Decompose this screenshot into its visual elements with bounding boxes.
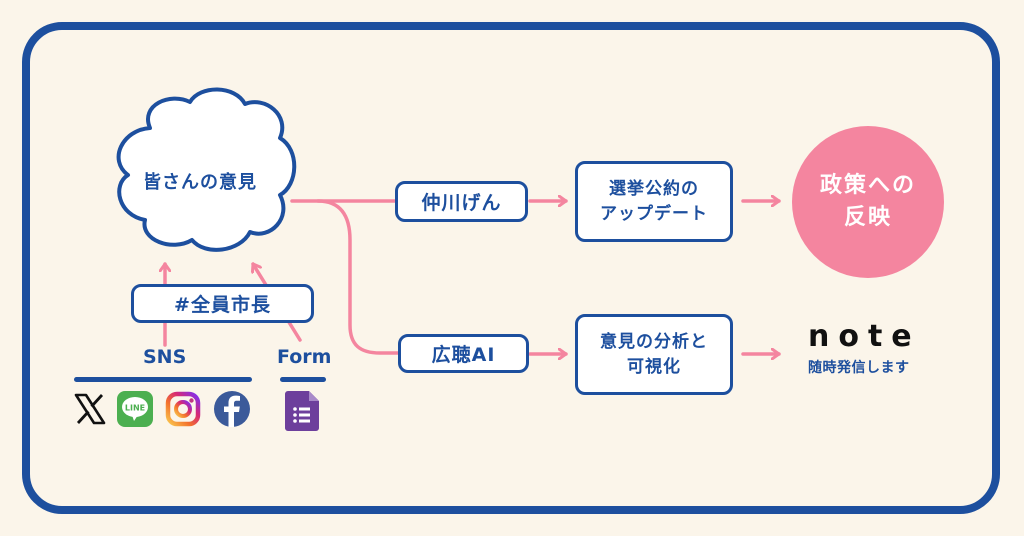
cloud-label: 皆さんの意見 — [143, 172, 257, 193]
actor-label-nakagawa: 仲川げん — [421, 192, 502, 214]
sns-underline — [74, 377, 252, 382]
hashtag-box: #全員市長 — [131, 284, 314, 323]
facebook-logo-icon — [214, 391, 250, 427]
line-logo-icon: LINE — [117, 391, 153, 427]
svg-text:LINE: LINE — [125, 404, 145, 413]
cloud-shape — [116, 87, 297, 252]
form-label: Form — [277, 346, 332, 368]
sns-label: SNS — [143, 346, 187, 368]
actor-box-nakagawa: 仲川げん — [395, 181, 528, 222]
instagram-logo-icon — [165, 391, 201, 427]
hashtag-label: #全員市長 — [174, 294, 271, 316]
process-line-1: 選挙公約の — [609, 178, 699, 199]
process-line-2: 可視化 — [627, 356, 681, 377]
form-underline — [280, 377, 326, 382]
note-subtitle: 随時発信します — [808, 360, 910, 376]
actor-box-kocho-ai: 広聴AI — [398, 334, 529, 373]
x-logo-icon — [74, 393, 106, 425]
actor-label-kocho-ai: 広聴AI — [431, 344, 496, 366]
process-box-analysis: 意見の分析と 可視化 — [575, 314, 733, 395]
result-line-1: 政策への — [819, 173, 916, 198]
note-logo: note — [808, 319, 921, 354]
policy-reflection-circle: 政策への 反映 — [792, 126, 944, 278]
process-box-manifesto-update: 選挙公約の アップデート — [575, 161, 733, 242]
connector-branch-to-ai — [316, 199, 400, 355]
google-forms-icon — [285, 391, 319, 431]
process-line-1: 意見の分析と — [600, 331, 708, 352]
result-line-2: 反映 — [843, 205, 892, 230]
process-line-2: アップデート — [600, 203, 708, 224]
